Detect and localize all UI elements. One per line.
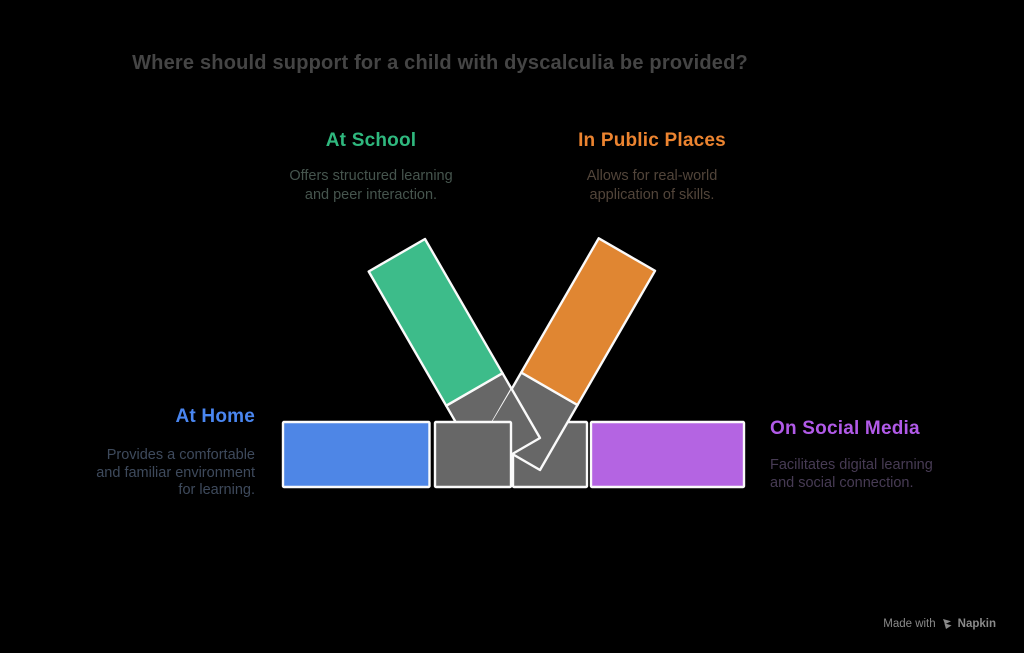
label-at-home: At Home: [175, 406, 255, 427]
weave-patch-outline: [510, 387, 542, 456]
label-at-school: At School: [325, 130, 417, 151]
description-at-home: Provides a comfortable and familiar envi…: [96, 447, 255, 498]
blue-bar-gray-tip: [433, 420, 513, 489]
watermark-prefix: Made with: [883, 618, 936, 630]
orange-bar-shape: [520, 237, 657, 407]
green-bar-shape: [367, 237, 504, 407]
napkin-logo-icon: [942, 619, 952, 629]
made-with-napkin-watermark[interactable]: Made with Napkin: [883, 616, 996, 632]
blue-bar-shape: [281, 420, 431, 489]
description-in-public-places: Allows for real-world application of ski…: [586, 168, 718, 203]
watermark-brand: Napkin: [957, 618, 996, 630]
purple-bar-shape: [589, 420, 746, 489]
description-on-social-media: Facilitates digital learning and social …: [770, 457, 933, 491]
label-on-social-media: On Social Media: [770, 418, 920, 439]
weave-patch: [492, 389, 540, 457]
page-title: Where should support for a child with dy…: [132, 52, 748, 74]
label-in-public-places: In Public Places: [578, 130, 726, 151]
description-at-school: Offers structured learning and peer inte…: [289, 168, 453, 203]
